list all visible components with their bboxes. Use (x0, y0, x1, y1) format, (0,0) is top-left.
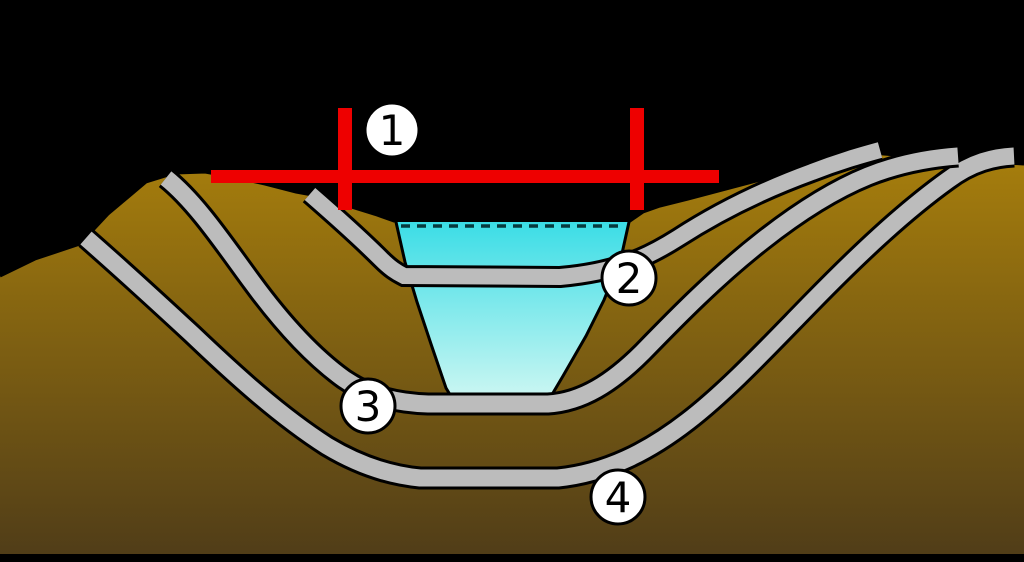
marker-3: 3 (339, 377, 397, 435)
marker-3-label: 3 (355, 382, 382, 431)
marker-2-circle (600, 249, 658, 307)
measure-tick-left (338, 108, 352, 210)
water-bank-left-edge (394, 221, 454, 399)
terrace-band-4 (78, 144, 1015, 490)
marker-2-label: 2 (616, 254, 643, 303)
width-measure (211, 108, 719, 210)
marker-4-circle (589, 468, 647, 526)
marker-1-circle (363, 101, 421, 159)
measure-tick-right (630, 108, 644, 210)
bottom-border (0, 554, 1024, 562)
marker-1: 1 (363, 101, 421, 159)
terrace-band-4-fill (80, 147, 1015, 487)
marker-3-circle (339, 377, 397, 435)
marker-2: 2 (600, 249, 658, 307)
marker-4: 4 (589, 468, 647, 526)
marker-1-label: 1 (379, 106, 406, 155)
marker-4-label: 4 (605, 473, 632, 522)
terrace-band-3-fill (160, 147, 959, 413)
terrace-band-3 (158, 144, 959, 416)
